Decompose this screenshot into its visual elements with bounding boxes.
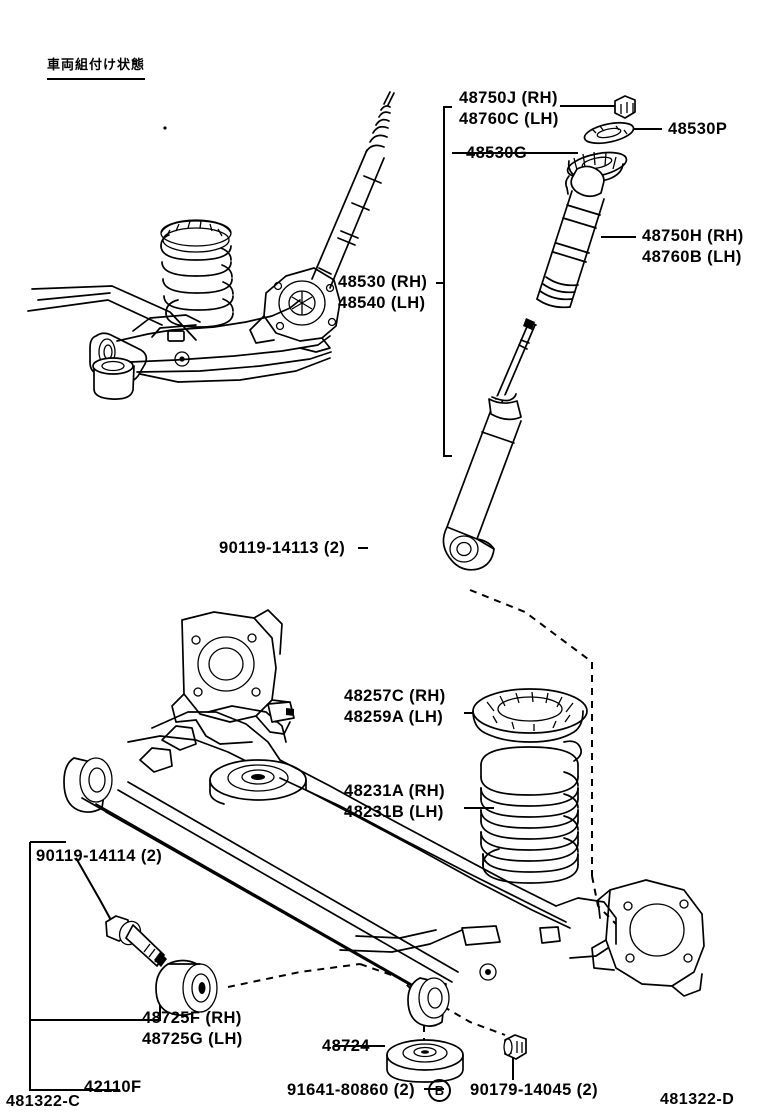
cushion-retainer-part	[583, 121, 635, 145]
callout-bolt-lower: 90119-14114 (2)	[36, 847, 163, 865]
lower-bolt-part	[105, 915, 167, 967]
callout-strut-assembly-lh: 48540 (LH)	[338, 294, 426, 312]
coil-spring-assembled	[160, 219, 234, 328]
assembled-suspension-illustration	[27, 91, 395, 400]
nut-b-mark-icon: B	[428, 1079, 451, 1102]
callout-shock-absorber-rh: 48750H (RH)	[642, 227, 744, 245]
callout-cushion-retainer: 48530P	[668, 120, 728, 138]
callout-coil-spring-rh: 48231A (RH)	[344, 782, 445, 800]
shock-absorber-body	[442, 165, 605, 571]
callout-coil-spring-lh: 48231B (LH)	[344, 803, 444, 821]
beam-bushing-part	[155, 959, 218, 1017]
exploded-shock-illustration	[442, 95, 636, 571]
spring-seat-part	[472, 688, 588, 743]
shock-top-nut	[614, 95, 636, 119]
page-code-right: 481322-D	[660, 1091, 735, 1108]
callout-spring-seat-rh: 48257C (RH)	[344, 687, 446, 705]
strut-assembled	[163, 91, 395, 289]
callout-axle-beam: 42110F	[84, 1078, 142, 1096]
callout-bolt-upper: 90119-14113 (2)	[219, 539, 346, 557]
hub-carrier-assembled	[249, 267, 341, 353]
assembly-state-note: 車両組付け状態	[47, 55, 146, 80]
lower-nut-part	[503, 1034, 527, 1060]
callout-nut-b: 91641-80860 (2)	[287, 1081, 416, 1099]
grouping-brackets	[29, 106, 452, 1091]
callout-bumper-stop: 48530G	[466, 144, 528, 162]
callout-bushing-lh: 48725G (LH)	[142, 1030, 243, 1048]
callout-shock-upper-lh: 48760C (LH)	[459, 110, 559, 128]
callout-shock-absorber-lh: 48760B (LH)	[642, 248, 742, 266]
page-code-left: 481322-C	[6, 1093, 81, 1110]
rear-axle-beam-illustration	[63, 609, 705, 1027]
callout-nut-lower: 90179-14045 (2)	[470, 1081, 599, 1099]
callout-bushing-rh: 48725F (RH)	[142, 1009, 242, 1027]
callout-spring-seat-lh: 48259A (LH)	[344, 708, 444, 726]
coil-spring-part	[480, 740, 582, 884]
callout-strut-assembly-rh: 48530 (RH)	[338, 273, 428, 291]
stopper-part	[386, 1039, 464, 1083]
callout-stopper: 48724	[322, 1037, 370, 1055]
callout-shock-upper-rh: 48750J (RH)	[459, 89, 558, 107]
